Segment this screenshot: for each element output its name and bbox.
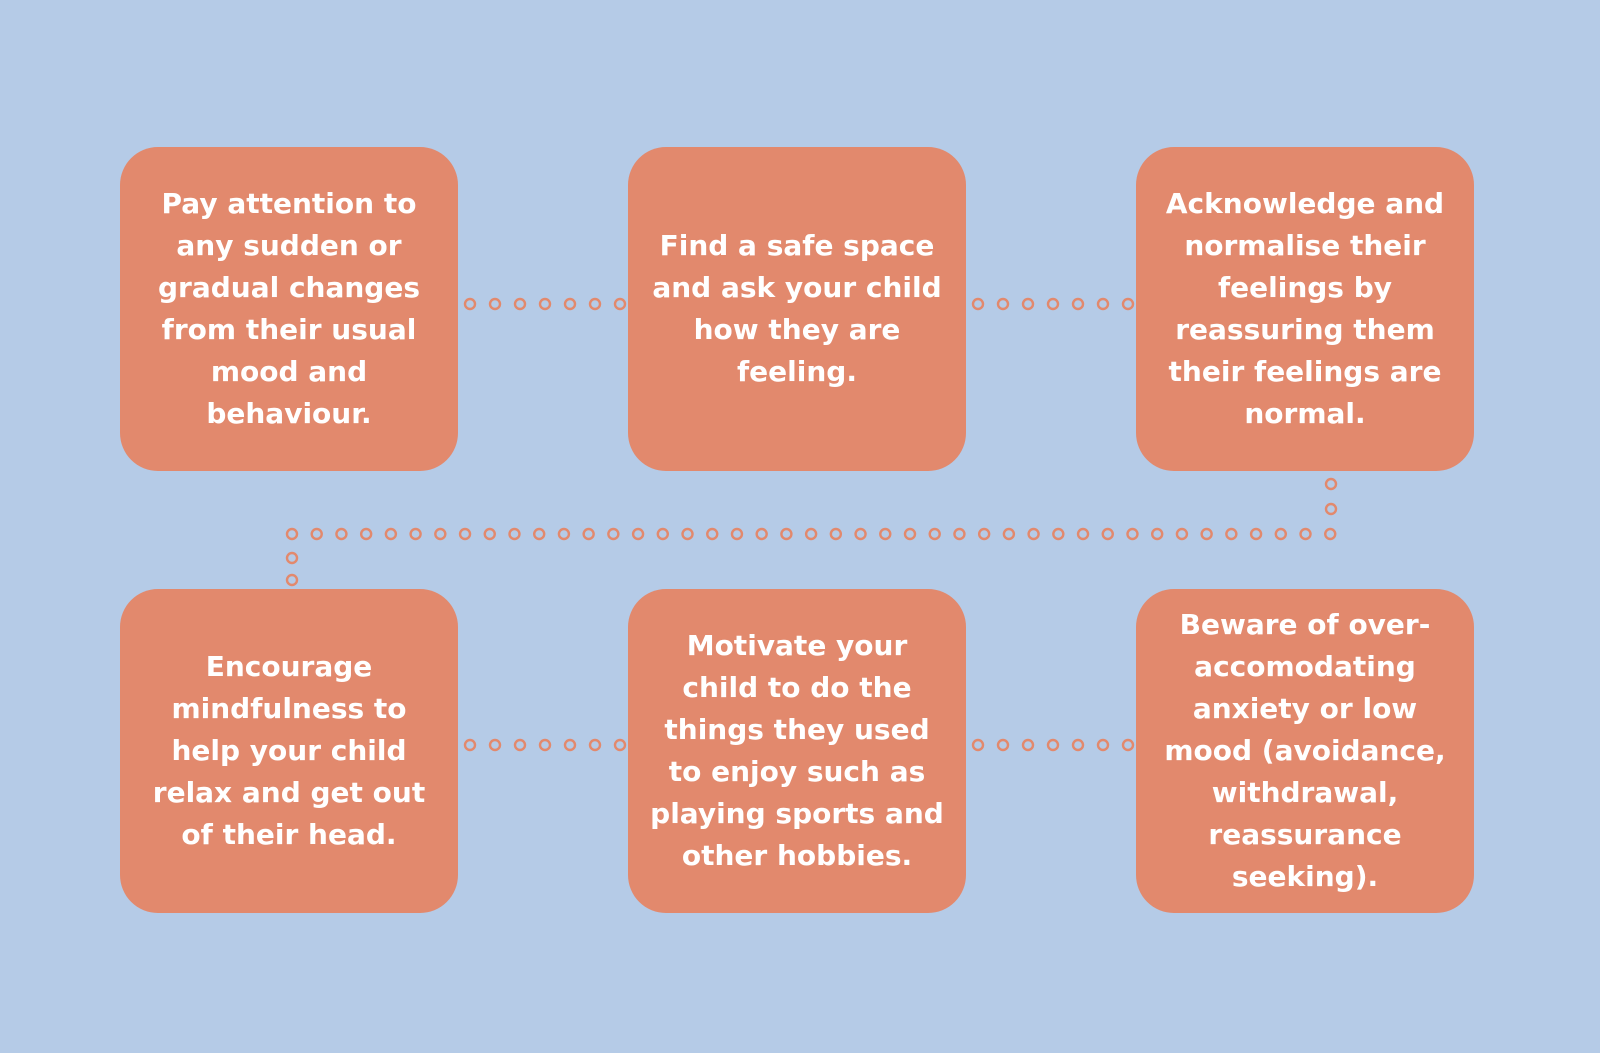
- connector-dot: [996, 297, 1010, 311]
- connector-dot: [384, 527, 398, 541]
- connector-dot: [463, 738, 477, 752]
- connector-dot: [538, 738, 552, 752]
- connector-dot: [829, 527, 843, 541]
- connector-dot: [928, 527, 941, 541]
- connector-dot: [730, 527, 744, 541]
- connector-dot: [971, 297, 985, 311]
- connector-dot: [1121, 297, 1135, 311]
- step-text: Acknowledge and normalise their feelings…: [1165, 187, 1445, 430]
- step-card-beware: Beware of over-accomodating anxiety or l…: [1136, 589, 1474, 913]
- connector-dot: [1225, 527, 1238, 541]
- connector-dot: [953, 527, 966, 541]
- connector-dot: [285, 551, 299, 565]
- connector-dot: [335, 527, 348, 541]
- connector-dot: [1096, 297, 1110, 311]
- connector-dot: [607, 527, 620, 541]
- connector-dot: [488, 738, 502, 752]
- connector-dot: [1274, 527, 1288, 541]
- connector-dot: [1299, 527, 1312, 541]
- connector-dot: [434, 527, 447, 541]
- connector-dot: [513, 738, 527, 752]
- connector-dot: [1046, 297, 1060, 311]
- connector-dot: [656, 527, 669, 541]
- connector-dot: [1046, 738, 1060, 752]
- connector-dot: [483, 527, 496, 541]
- connector-dot: [879, 527, 892, 541]
- connector-dot: [854, 527, 867, 541]
- connector-dot: [971, 738, 985, 752]
- step-card-pay-attention: Pay attention to any sudden or gradual c…: [120, 147, 458, 471]
- connector-dot: [588, 297, 602, 311]
- step-card-mindfulness: Encourage mindfulness to help your child…: [120, 589, 458, 913]
- connector-dot: [977, 527, 991, 541]
- connector-dot: [1027, 527, 1040, 541]
- connector-dot: [1052, 527, 1065, 541]
- connector-dot: [508, 527, 521, 541]
- step-card-motivate: Motivate your child to do the things the…: [628, 589, 966, 913]
- connector-dot: [458, 527, 472, 541]
- step-card-safe-space: Find a safe space and ask your child how…: [628, 147, 966, 471]
- connector-dot: [1324, 527, 1337, 541]
- step-text: Beware of over-accomodating anxiety or l…: [1164, 608, 1446, 893]
- connector-dot: [588, 738, 602, 752]
- connector-dot: [1002, 527, 1016, 541]
- connector-dot: [681, 527, 694, 541]
- connector-dot: [1096, 738, 1110, 752]
- connector-dot: [1150, 527, 1164, 541]
- connector-dot: [1071, 738, 1085, 752]
- connector-dot: [310, 527, 323, 541]
- connector-dot: [996, 738, 1010, 752]
- connector-dot: [1324, 502, 1338, 516]
- connector-dot: [1071, 297, 1085, 311]
- connector-dot: [804, 527, 818, 541]
- step-text: Motivate your child to do the things the…: [650, 629, 944, 872]
- connector-dot: [533, 527, 546, 541]
- connector-dot: [557, 527, 571, 541]
- connector-dot: [1200, 527, 1213, 541]
- connector-dot: [538, 297, 552, 311]
- connector-dot: [903, 527, 917, 541]
- connector-dot: [1121, 738, 1135, 752]
- connector-dot: [359, 527, 373, 541]
- connector-dot: [463, 297, 477, 311]
- connector-dot: [631, 527, 645, 541]
- step-card-acknowledge: Acknowledge and normalise their feelings…: [1136, 147, 1474, 471]
- connector-dot: [706, 527, 719, 541]
- connector-dot: [613, 738, 627, 752]
- connector-dot: [513, 297, 527, 311]
- connector-dot: [1175, 527, 1189, 541]
- connector-dot: [409, 527, 422, 541]
- connector-dot: [1249, 527, 1263, 541]
- connector-dot: [563, 297, 577, 311]
- connector-dot: [1076, 527, 1090, 541]
- step-text: Encourage mindfulness to help your child…: [152, 650, 426, 851]
- connector-dot: [1021, 297, 1035, 311]
- connector-dot: [1324, 477, 1338, 491]
- connector-dot: [1101, 527, 1114, 541]
- connector-dot: [582, 527, 595, 541]
- connector-dot: [285, 573, 299, 587]
- connector-dot: [488, 297, 502, 311]
- connector-dot: [1021, 738, 1035, 752]
- connector-dot: [1126, 527, 1139, 541]
- step-text: Find a safe space and ask your child how…: [652, 229, 942, 388]
- connector-dot: [285, 527, 299, 541]
- step-text: Pay attention to any sudden or gradual c…: [157, 187, 421, 430]
- connector-dot: [755, 527, 768, 541]
- connector-dot: [613, 297, 627, 311]
- connector-dot: [780, 527, 793, 541]
- connector-dot: [563, 738, 577, 752]
